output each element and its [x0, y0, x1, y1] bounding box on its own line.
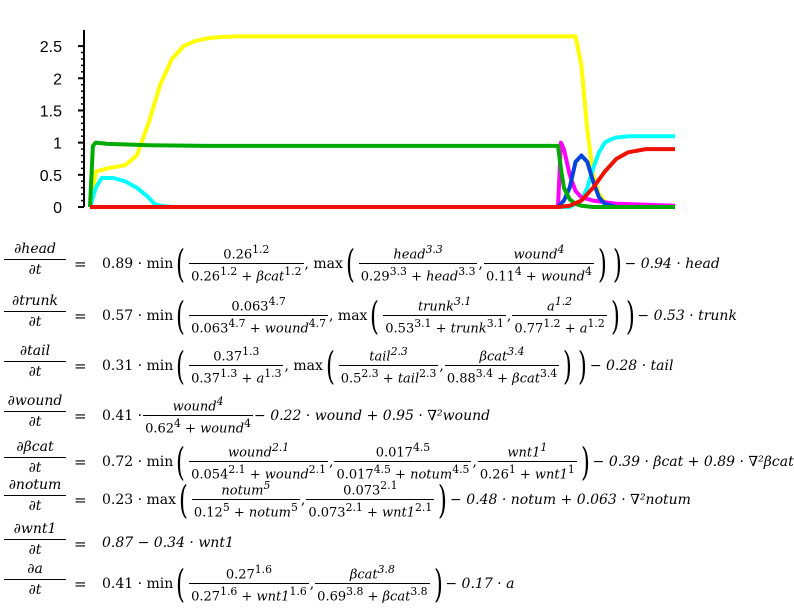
lhs-denominator: ∂t	[28, 460, 42, 476]
y-tick-label: 2.5	[40, 39, 62, 56]
y-tick-label: 0.5	[40, 168, 62, 185]
rhs-decay-term: − 0.94 · head	[624, 255, 720, 272]
equals-sign: =	[74, 535, 87, 553]
lhs-numerator: ∂a	[27, 561, 43, 577]
equals-sign: =	[74, 407, 87, 425]
equals-sign: =	[74, 491, 87, 509]
rhs-coefficient: 0.72 · min	[102, 453, 174, 470]
lhs-numerator: ∂trunk	[11, 293, 59, 309]
lhs-denominator: ∂t	[28, 262, 42, 278]
equals-sign: =	[74, 575, 87, 593]
line-chart: 0 0.5 1 1.5 2 2.5	[40, 30, 676, 217]
rhs-coefficient: 0.89 · min	[102, 255, 174, 272]
rhs-expression: 0.87 − 0.34 · wnt1	[102, 535, 234, 551]
series-line-4	[88, 140, 675, 209]
y-tick-label: 0	[53, 200, 62, 217]
lhs-numerator: ∂head	[14, 241, 56, 257]
series-line-2	[90, 140, 676, 209]
rhs-coefficient: 0.41 ·	[102, 407, 143, 424]
lhs-fraction: ∂wnt1 ∂t	[4, 520, 66, 559]
lhs-denominator: ∂t	[28, 582, 42, 598]
rhs-decay-term: − 0.28 · tail	[589, 357, 674, 374]
lhs-numerator: ∂wound	[7, 393, 63, 409]
rhs-decay-term: − 0.22 · wound + 0.95 · ∇²wound	[254, 407, 491, 424]
series-line-5	[90, 147, 675, 209]
y-tick-label: 1	[53, 136, 62, 153]
lhs-numerator: ∂wnt1	[13, 521, 57, 537]
lhs-fraction: ∂notum ∂t	[4, 476, 66, 515]
lhs-denominator: ∂t	[28, 364, 42, 380]
rhs-coefficient: 0.87 − 0.34 · wnt1	[102, 535, 234, 551]
rhs-coefficient: 0.31 · min	[102, 357, 174, 374]
lhs-denominator: ∂t	[28, 542, 42, 558]
rhs-decay-term: − 0.48 · notum + 0.063 · ∇²notum	[450, 491, 691, 508]
lhs-numerator: ∂notum	[8, 477, 62, 493]
figure: 0 0.5 1 1.5 2 2.5 ∂head ∂t = 0.89 · min ( 0.2…	[0, 30, 794, 610]
lhs-numerator: ∂tail	[19, 343, 51, 359]
rhs-decay-term: − 0.39 · βcat + 0.89 · ∇²βcat	[592, 453, 794, 470]
rhs-coefficient: 0.41 · min	[102, 575, 174, 592]
lhs-fraction: ∂βcat ∂t	[4, 438, 66, 477]
lhs-denominator: ∂t	[28, 314, 42, 330]
equals-sign: =	[74, 357, 87, 375]
rhs-decay-term: − 0.53 · trunk	[637, 307, 737, 324]
lhs-denominator: ∂t	[28, 498, 42, 514]
lhs-denominator: ∂t	[28, 414, 42, 430]
rhs-decay-term: − 0.17 · a	[445, 575, 515, 592]
equation-wnt1: ∂wnt1 ∂t = 0.87 − 0.34 · wnt1	[0, 520, 775, 570]
lhs-fraction: ∂trunk ∂t	[4, 292, 66, 331]
rhs-coefficient: 0.57 · min	[102, 307, 174, 324]
equals-sign: =	[74, 255, 87, 273]
equals-sign: =	[74, 307, 87, 325]
y-tick-label: 1.5	[40, 103, 62, 120]
equals-sign: =	[74, 453, 87, 471]
lhs-fraction: ∂head ∂t	[4, 240, 66, 279]
y-tick-label: 2	[53, 71, 62, 88]
lhs-numerator: ∂βcat	[16, 439, 54, 455]
rhs-coefficient: 0.23 · max	[102, 491, 177, 508]
lhs-fraction: ∂wound ∂t	[4, 392, 66, 431]
lhs-fraction: ∂a ∂t	[4, 560, 66, 599]
lhs-fraction: ∂tail ∂t	[4, 342, 66, 381]
